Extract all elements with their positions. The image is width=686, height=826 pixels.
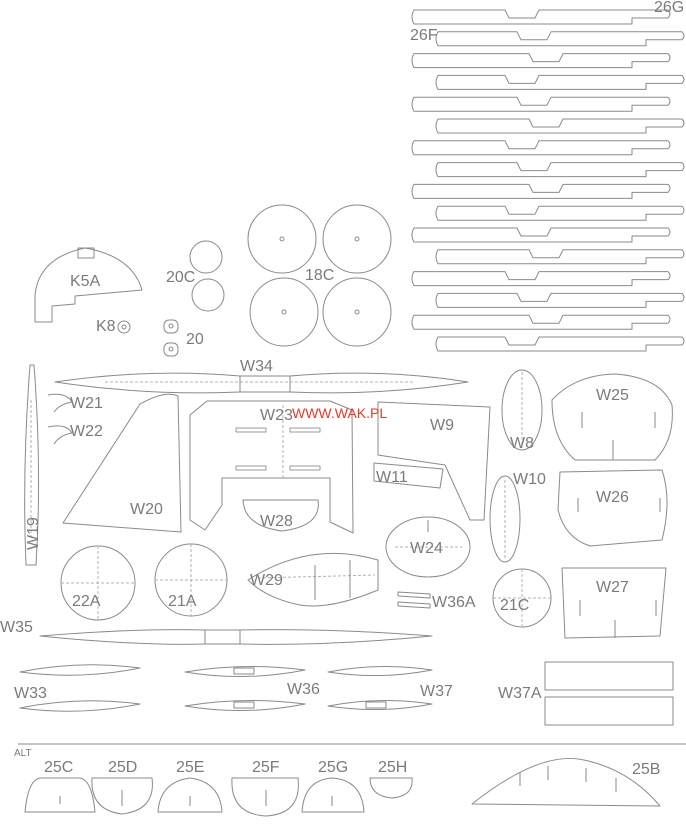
part-w34: [54, 372, 469, 394]
label-w35: W35: [0, 619, 33, 636]
part-25h: [369, 777, 413, 799]
label-21a: 21A: [168, 593, 197, 610]
label-w37a: W37A: [498, 685, 542, 702]
label-w27: W27: [596, 579, 629, 596]
strip-26-piece: [435, 249, 685, 265]
part-w36a: [397, 591, 431, 609]
strip-26-piece: [411, 140, 671, 156]
part-w8: [501, 369, 543, 451]
part-w37: [327, 665, 433, 711]
part-20c: [189, 240, 225, 312]
strip-26-piece: [435, 292, 685, 308]
part-w25: [551, 373, 673, 461]
label-w8: W8: [510, 435, 534, 452]
label-w10: W10: [513, 471, 546, 488]
label-w36a: W36A: [432, 594, 476, 611]
label-25d: 25D: [108, 759, 137, 776]
part-w19: [24, 364, 40, 566]
strip-26-piece: [411, 9, 671, 25]
watermark: WWW.WAK.PL: [292, 405, 387, 421]
strip-26-piece: [435, 336, 685, 352]
part-22a: [60, 545, 136, 621]
part-w28: [242, 499, 319, 532]
label-21c: 21C: [500, 597, 529, 614]
part-21a: [154, 543, 228, 617]
label-20c: 20C: [166, 269, 195, 286]
part-20: [163, 319, 179, 357]
label-w21: W21: [70, 395, 103, 412]
part-w35: [39, 629, 433, 645]
part-25b: [471, 757, 661, 807]
part-25d: [91, 777, 153, 815]
part-w37a: [544, 661, 674, 726]
part-w23: [189, 400, 354, 534]
part-w36: [184, 665, 306, 712]
strip-26-piece: [435, 162, 685, 178]
part-25e: [157, 777, 223, 813]
strip-26-piece: [411, 314, 671, 330]
label-w33: W33: [14, 685, 47, 702]
part-w27: [561, 567, 667, 639]
label-w24: W24: [410, 540, 443, 557]
label-w19: W19: [25, 517, 42, 550]
strip-26-piece: [411, 227, 671, 243]
label-25f: 25F: [252, 759, 280, 776]
strip-26-piece: [411, 53, 671, 69]
part-w11: [373, 462, 444, 489]
part-21c: [492, 568, 552, 628]
part-w26: [557, 469, 668, 547]
label-18c: 18C: [305, 267, 334, 284]
label-22a: 22A: [72, 593, 101, 610]
strip-26-piece: [435, 74, 685, 90]
part-w29: [247, 552, 379, 607]
label-alt: ALT: [14, 748, 32, 759]
label-w29: W29: [250, 572, 283, 589]
label-25g: 25G: [318, 759, 348, 776]
label-w37: W37: [420, 683, 453, 700]
label-w11: W11: [376, 469, 408, 486]
label-w28: W28: [260, 513, 293, 530]
strip-26-piece: [411, 183, 671, 199]
label-25b: 25B: [632, 761, 660, 778]
part-18c: [247, 204, 392, 347]
label-25h: 25H: [378, 759, 407, 776]
part-25f: [231, 777, 299, 817]
label-w9: W9: [430, 417, 454, 434]
label-w25: W25: [596, 387, 629, 404]
label-25e: 25E: [176, 759, 204, 776]
part-w21: [47, 393, 73, 413]
label-w34: W34: [240, 358, 273, 375]
strip-26-piece: [411, 271, 671, 287]
label-26f: 26F: [410, 27, 438, 44]
part-w33: [19, 664, 141, 712]
label-20: 20: [186, 331, 204, 348]
label-w36: W36: [287, 681, 320, 698]
strip-26-piece: [411, 96, 671, 112]
part-k8: [117, 320, 131, 334]
label-25c: 25C: [44, 759, 73, 776]
part-w24: [385, 516, 471, 578]
strip-26-piece: [435, 118, 685, 134]
part-w20: [62, 393, 182, 533]
label-w23: W23: [260, 407, 293, 424]
part-25c: [24, 777, 96, 813]
strip-parts-26: [411, 9, 685, 352]
label-w26: W26: [596, 489, 629, 506]
part-k5a: [34, 247, 143, 323]
part-25g: [301, 777, 365, 813]
part-w22: [47, 425, 73, 445]
part-w9: [377, 401, 491, 521]
strip-26-piece: [435, 205, 685, 221]
label-w20: W20: [130, 501, 163, 518]
strip-26-piece: [435, 31, 685, 47]
label-k5a: K5A: [70, 273, 101, 290]
label-w22: W22: [70, 423, 103, 440]
label-k8: K8: [96, 318, 116, 335]
part-w10: [489, 475, 521, 563]
label-26g: 26G: [654, 0, 684, 16]
